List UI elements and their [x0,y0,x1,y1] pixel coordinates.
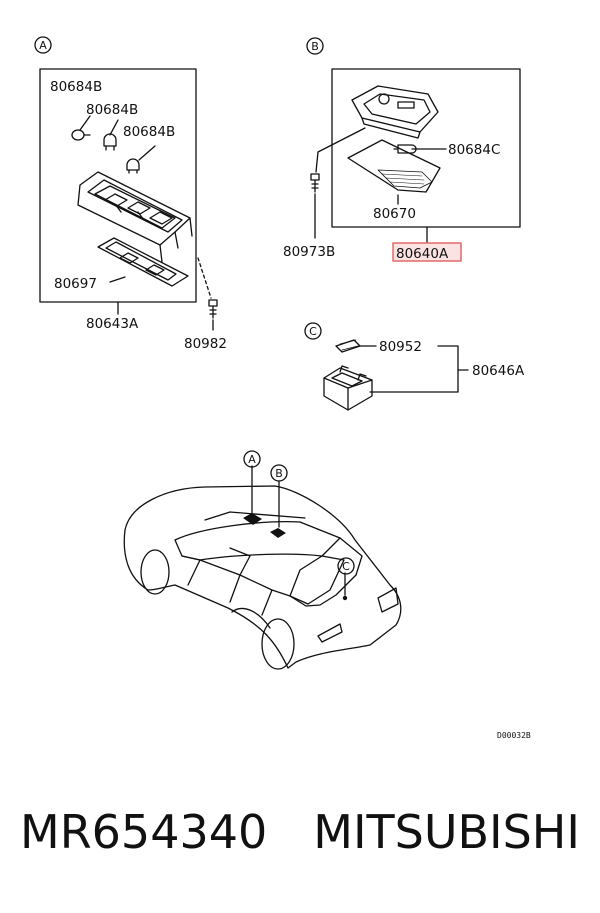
section-b-marker-circle [306,37,324,55]
wheel [261,618,295,670]
part-label-80670: 80670 [373,206,416,222]
lamp-location-c [342,595,348,601]
leader-line [79,115,91,131]
car-marker-c-circle [337,557,355,575]
section-a-marker-circle [34,36,52,54]
section-c [304,322,469,411]
car-outline [123,485,402,670]
part-label-80646a: 80646A [472,363,525,379]
leader-line [315,127,366,173]
section-a [34,36,218,331]
part-label-80684c: 80684C [448,142,500,158]
part-label-80640a: 80640A [396,246,449,262]
lamp-housing-b [351,85,439,139]
bulb-icon [335,339,361,353]
section-b-marker: B [311,40,319,53]
car-marker-b-circle [270,464,288,482]
leader-line [138,145,156,161]
bulb-icon [103,133,117,151]
wheel [140,549,170,595]
car-marker-b: B [275,467,283,480]
lamp-housing-c [323,365,373,411]
part-label-80697: 80697 [54,276,97,292]
leader-line [369,345,459,393]
section-c-marker: C [309,325,317,338]
bulb-icon [393,144,417,154]
part-label-80684b-2: 80684B [86,102,138,118]
part-label-80643a: 80643A [86,316,139,332]
brand-name: MITSUBISHI [313,805,580,859]
highlight-box [392,242,462,262]
bulb-icon [71,129,91,141]
lamp-housing-a [77,171,193,263]
tail-light [377,587,399,613]
screw-icon [208,299,218,319]
leader-line [109,119,119,136]
section-b [306,37,521,262]
caption: MR654340 MITSUBISHI [0,805,600,875]
lens-a [97,237,189,287]
leader-line [197,257,212,299]
part-label-80982: 80982 [184,336,227,352]
diagram-code: D00032B [497,731,531,740]
part-number: MR654340 [20,805,268,859]
section-b-box [331,68,521,228]
part-label-80973b: 80973B [283,244,335,260]
car-marker-a: A [248,453,256,466]
leader-line [109,276,126,283]
screw-icon [310,173,320,193]
section-c-marker-circle [304,322,322,340]
bulb-icon [126,158,140,174]
car-marker-a-circle [243,450,261,468]
lens-b [347,139,441,193]
part-label-80684b-3: 80684B [123,124,175,140]
section-a-marker: A [39,39,47,52]
lamp-location-b [270,528,286,538]
part-label-80952: 80952 [379,339,422,355]
car-marker-c: C [342,560,350,573]
lamp-location-a [243,513,262,525]
tail-light [317,623,343,643]
part-label-80684b-1: 80684B [50,79,102,95]
